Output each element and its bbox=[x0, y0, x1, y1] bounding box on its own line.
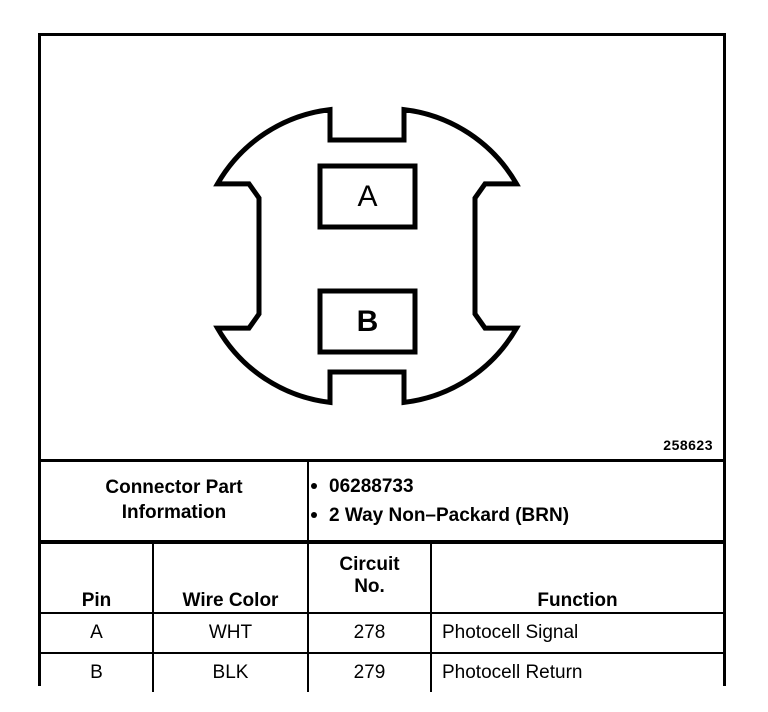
connector-figure: A B 258623 Connector Part Information 06… bbox=[38, 33, 726, 692]
table-row: Connector Part Information 06288733 2 Wa… bbox=[41, 462, 723, 542]
figure-reference-number: 258623 bbox=[663, 437, 713, 453]
cavity-label-b: B bbox=[357, 305, 379, 338]
part-info-label-line2: Information bbox=[121, 502, 227, 523]
cavity-box-b bbox=[317, 288, 418, 355]
connector-face-drawing: A B bbox=[213, 106, 521, 406]
cell-circuit-no: 278 bbox=[307, 612, 432, 654]
connector-body-outline bbox=[213, 106, 521, 406]
cell-pin: B bbox=[41, 652, 154, 692]
cavity-box-a bbox=[317, 163, 418, 230]
pin-circuit-function-table: Pin Wire Color Circuit No. Function A WH… bbox=[41, 542, 723, 692]
connector-part-information-label: Connector Part Information bbox=[41, 462, 309, 542]
table-header-row: Pin Wire Color Circuit No. Function bbox=[41, 542, 723, 614]
connector-diagram-panel: A B 258623 bbox=[41, 36, 723, 462]
connector-part-information-values: 06288733 2 Way Non–Packard (BRN) bbox=[307, 462, 723, 542]
cavity-label-a: A bbox=[357, 180, 377, 213]
part-info-bullet-list: 06288733 2 Way Non–Packard (BRN) bbox=[309, 472, 723, 531]
cell-function: Photocell Return bbox=[430, 652, 723, 692]
cell-function: Photocell Signal bbox=[430, 612, 723, 654]
cell-wire-color: BLK bbox=[152, 652, 309, 692]
cell-wire-color: WHT bbox=[152, 612, 309, 654]
column-header-wire-color: Wire Color bbox=[152, 542, 309, 614]
part-info-bullet-part-number: 06288733 bbox=[309, 472, 723, 501]
table-row: B BLK 279 Photocell Return bbox=[41, 652, 723, 692]
part-info-label-line1: Connector Part bbox=[105, 477, 243, 499]
part-info-bullet-description: 2 Way Non–Packard (BRN) bbox=[309, 501, 723, 530]
cell-pin: A bbox=[41, 612, 154, 654]
column-header-pin: Pin bbox=[41, 542, 154, 614]
column-header-circuit-no-line1: Circuit bbox=[339, 554, 400, 576]
column-header-circuit-no-line2: No. bbox=[354, 576, 385, 597]
cell-circuit-no: 279 bbox=[307, 652, 432, 692]
table-row: A WHT 278 Photocell Signal bbox=[41, 612, 723, 654]
column-header-function: Function bbox=[430, 542, 723, 614]
column-header-circuit-no: Circuit No. bbox=[307, 542, 432, 614]
connector-part-information-table: Connector Part Information 06288733 2 Wa… bbox=[41, 462, 723, 542]
